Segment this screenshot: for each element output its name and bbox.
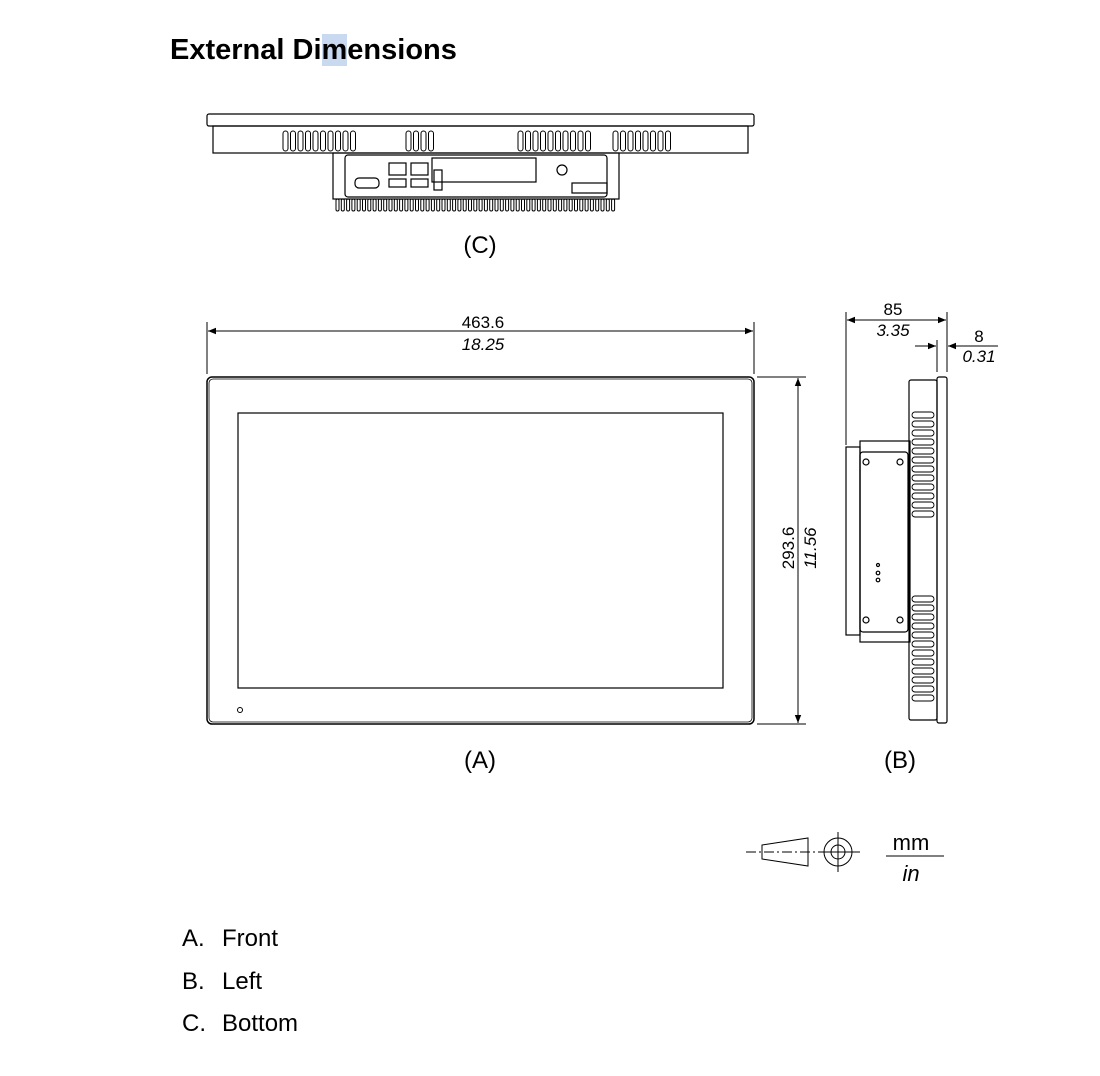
title-text-end: ensions: [347, 34, 457, 66]
legend-item-left: B.Left: [182, 968, 263, 995]
height-dimension: [757, 376, 806, 725]
page-title: External Dimensions: [170, 34, 457, 67]
legend-item-front: A.Front: [182, 925, 279, 952]
title-text: External Di: [170, 34, 322, 66]
legend-item-bottom: C.Bottom: [182, 1010, 299, 1037]
width-in: 18.25: [462, 335, 505, 354]
depth-mm: 85: [884, 300, 903, 319]
height-mm: 293.6: [779, 527, 798, 570]
unit-in: in: [902, 861, 919, 886]
title-selection-highlight: m: [321, 34, 348, 66]
third-angle-projection-icon: [746, 832, 860, 872]
height-in: 11.56: [801, 527, 820, 569]
front-view-label: (A): [464, 747, 496, 774]
left-view-drawing: [845, 376, 948, 724]
bottom-view-drawing: [206, 113, 755, 212]
bezel-in: 0.31: [962, 347, 995, 366]
width-mm: 463.6: [462, 313, 505, 332]
depth-in: 3.35: [876, 321, 910, 340]
front-view-drawing: [206, 376, 755, 725]
left-view-label: (B): [884, 747, 916, 774]
bottom-view-label: (C): [463, 232, 496, 259]
unit-mm: mm: [893, 830, 930, 855]
depth-dimension: [845, 312, 998, 445]
width-dimension: [206, 322, 755, 374]
bezel-mm: 8: [974, 327, 983, 346]
